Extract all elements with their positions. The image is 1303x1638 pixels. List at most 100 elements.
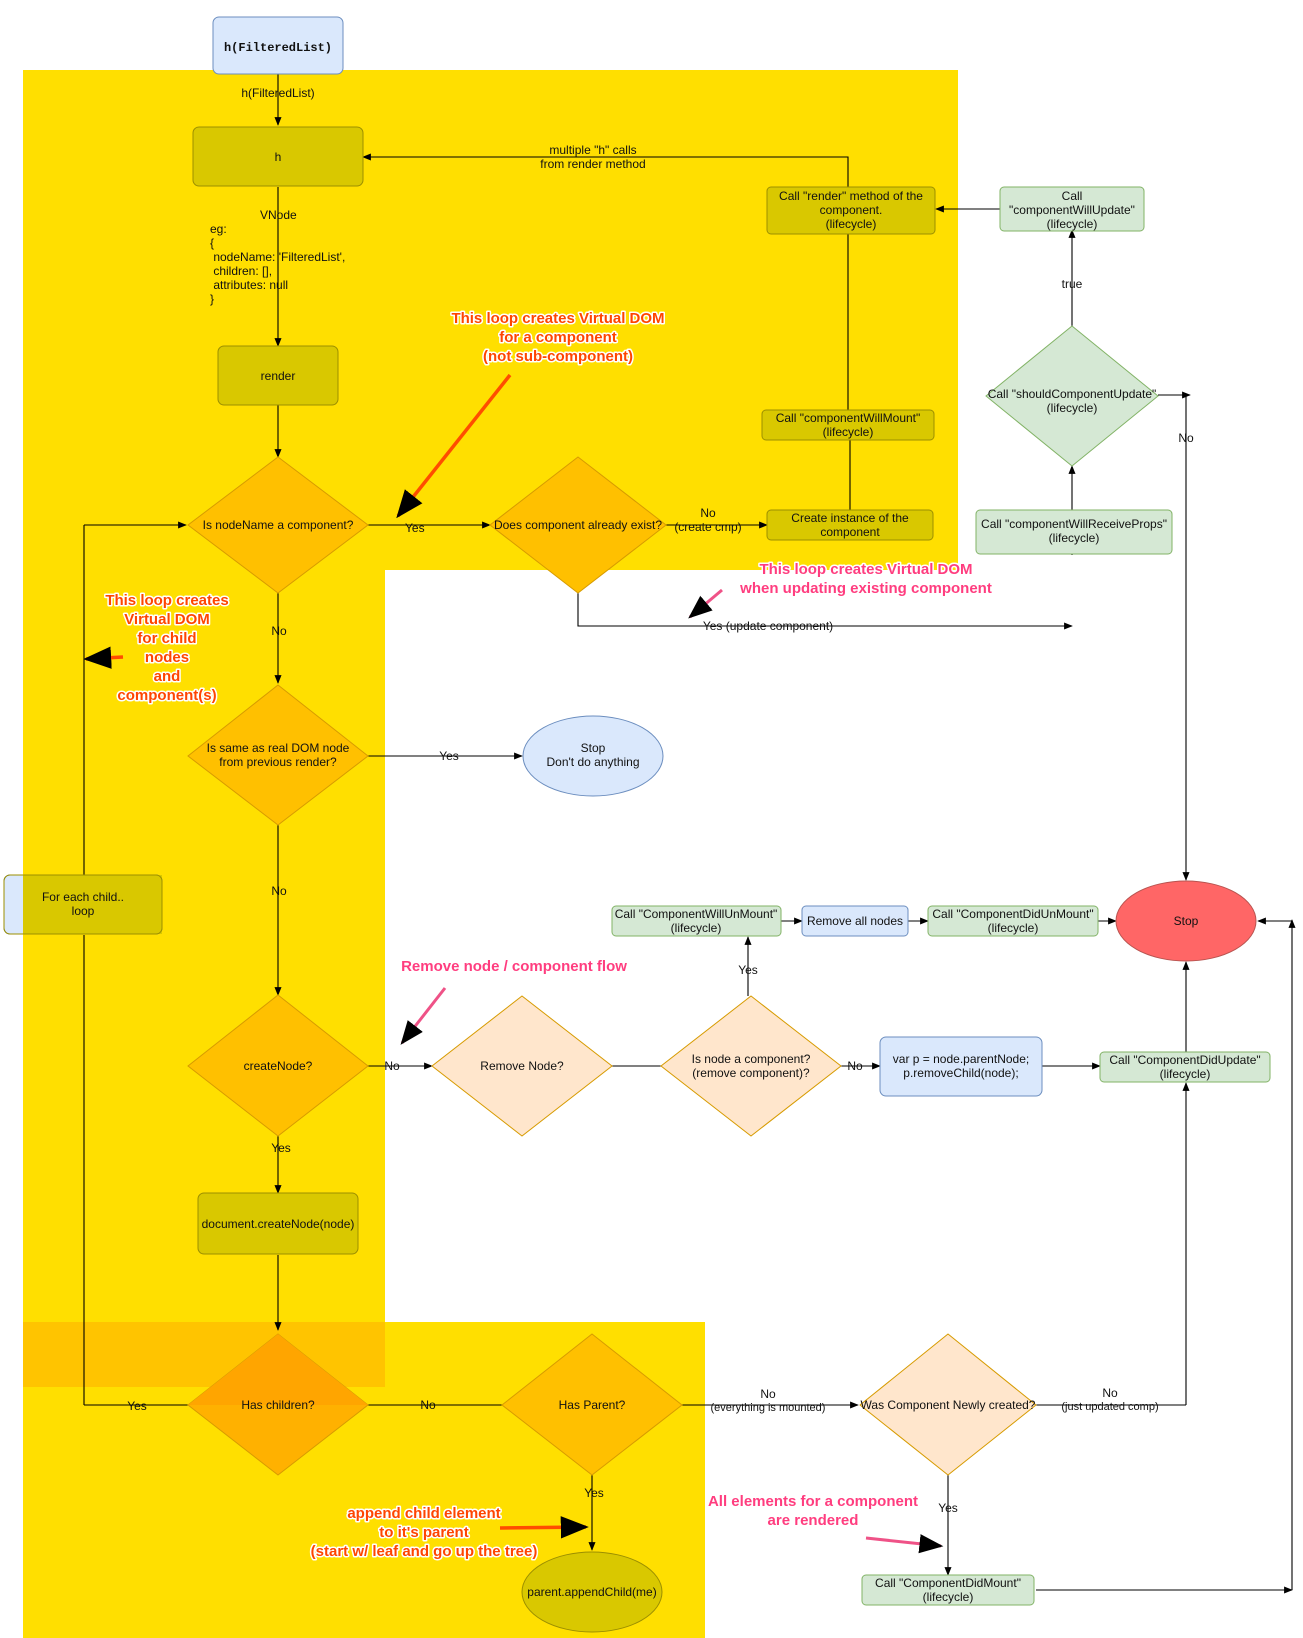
create-node-label: createNode? xyxy=(244,1059,313,1073)
remove-all-node[interactable] xyxy=(801,905,909,937)
will-update-label: Call"componentWillUpdate"(lifecycle) xyxy=(1009,189,1135,231)
has-children-label: Has children? xyxy=(241,1398,315,1412)
edge-label-yes-1: Yes xyxy=(405,521,425,535)
newly-created-label: Was Component Newly created? xyxy=(861,1398,1036,1412)
edge-label-yes-same: Yes xyxy=(439,749,459,763)
document-create-label: document.createNode(node) xyxy=(202,1217,355,1231)
edge-label-yes-create-node: Yes xyxy=(271,1141,291,1155)
h-node[interactable] xyxy=(192,126,364,187)
has-children-overlap xyxy=(188,1334,368,1405)
stop-node[interactable] xyxy=(1115,880,1257,962)
did-update-label: Call "ComponentDidUpdate"(lifecycle) xyxy=(1109,1053,1260,1081)
stop-label: Stop xyxy=(1174,914,1199,928)
did-mount-node[interactable] xyxy=(861,1574,1035,1606)
create-node-decision[interactable] xyxy=(187,994,369,1137)
for-each-child-border xyxy=(3,874,163,935)
for-each-child-overlay xyxy=(23,875,162,934)
note-remove-flow-arrow xyxy=(400,987,447,1045)
note-child-loop-arrow xyxy=(83,646,124,669)
stop-nothing-node[interactable] xyxy=(522,715,664,797)
note-rendered-arrow xyxy=(865,1534,944,1554)
region-component-loop xyxy=(385,70,958,570)
will-unmount-label: Call "ComponentWillUnMount"(lifecycle) xyxy=(615,907,778,935)
render-method-node[interactable] xyxy=(766,186,936,235)
edge-label-yes-update: Yes (update component) xyxy=(703,619,833,633)
will-mount-node[interactable] xyxy=(761,409,935,441)
edge-label-yes-remove-comp: Yes xyxy=(738,963,758,977)
remove-node-label: Remove Node? xyxy=(480,1059,564,1073)
edge-yes-update xyxy=(577,593,1073,630)
is-node-component-label: Is node a component?(remove component)? xyxy=(692,1052,811,1080)
edge-render-to-h xyxy=(362,153,849,187)
will-unmount-node[interactable] xyxy=(611,905,782,937)
document-create-node[interactable] xyxy=(197,1192,359,1255)
edge-label-no-1: No xyxy=(271,624,287,638)
h-node-label: h xyxy=(275,150,282,164)
remove-child-label: var p = node.parentNode;p.removeChild(no… xyxy=(893,1052,1029,1080)
edge-label-yes-newly: Yes xyxy=(938,1501,958,1515)
newly-created-decision[interactable] xyxy=(859,1333,1037,1476)
edge-labels: h(FilteredList) VNode eg: { nodeName: 'F… xyxy=(127,86,1194,1515)
remove-child-node[interactable] xyxy=(879,1036,1043,1097)
start-node[interactable] xyxy=(212,16,344,75)
edge-label-no-children: No xyxy=(420,1398,436,1412)
will-receive-props-node[interactable] xyxy=(975,509,1173,555)
edge-label-no-2: No xyxy=(271,884,287,898)
should-update-label: Call "shouldComponentUpdate"(lifecycle) xyxy=(988,387,1157,415)
remove-node-decision[interactable] xyxy=(431,995,613,1137)
is-component-decision[interactable] xyxy=(187,456,369,594)
note-component-loop-arrow xyxy=(396,373,512,519)
will-mount-label: Call "componentWillMount"(lifecycle) xyxy=(776,411,921,439)
remove-all-label: Remove all nodes xyxy=(807,914,903,928)
create-instance-node[interactable] xyxy=(766,509,934,541)
append-child-label: parent.appendChild(me) xyxy=(527,1585,656,1599)
edge-label-no-should: No xyxy=(1178,431,1194,445)
render-node[interactable] xyxy=(217,345,339,406)
has-parent-decision[interactable] xyxy=(501,1333,683,1476)
should-update-decision[interactable] xyxy=(985,325,1159,467)
already-exist-decision[interactable] xyxy=(489,456,667,594)
already-exist-label: Does component already exist? xyxy=(494,518,662,532)
edge-label-true: true xyxy=(1062,277,1083,291)
is-node-component-decision[interactable] xyxy=(660,995,842,1137)
note-remove-flow: Remove node / component flow xyxy=(401,958,627,975)
edge-label-no-create: No(create cmp) xyxy=(674,506,741,534)
edge-label-no-parent: No(everything is mounted) xyxy=(711,1387,826,1414)
did-mount-label: Call "ComponentDidMount"(lifecycle) xyxy=(875,1576,1021,1604)
append-child-node[interactable] xyxy=(521,1551,663,1633)
edge-label-yes-parent: Yes xyxy=(584,1486,604,1500)
for-each-child-label: For each child..loop xyxy=(42,890,124,918)
note-append-arrow xyxy=(499,1516,589,1539)
is-component-label: Is nodeName a component? xyxy=(203,518,354,532)
did-update-node[interactable] xyxy=(1099,1051,1271,1083)
did-unmount-node[interactable] xyxy=(927,905,1099,937)
start-node-label: h(FilteredList) xyxy=(224,41,332,55)
render-node-label: render xyxy=(261,369,296,383)
has-parent-label: Has Parent? xyxy=(559,1398,626,1412)
note-update-loop-arrow xyxy=(688,588,723,619)
edge-label-yes-children: Yes xyxy=(127,1399,147,1413)
edge-label-vnode: VNode eg: { nodeName: 'FilteredList', ch… xyxy=(210,208,349,306)
did-unmount-label: Call "ComponentDidUnMount"(lifecycle) xyxy=(932,907,1093,935)
edge-label-no-create-node: No xyxy=(384,1059,400,1073)
will-receive-props-label: Call "componentWillReceiveProps"(lifecyc… xyxy=(981,517,1167,545)
edge-label-no-remove-comp: No xyxy=(847,1059,863,1073)
edges xyxy=(83,74,1296,1594)
same-as-real-decision[interactable] xyxy=(187,684,369,826)
edge-label-no-newly: No(just updated comp) xyxy=(1061,1386,1158,1413)
edge-label-start: h(FilteredList) xyxy=(241,86,314,100)
will-update-node[interactable] xyxy=(999,186,1145,232)
nodes: h(FilteredList) h render Is nodeName a c… xyxy=(3,16,1271,1633)
